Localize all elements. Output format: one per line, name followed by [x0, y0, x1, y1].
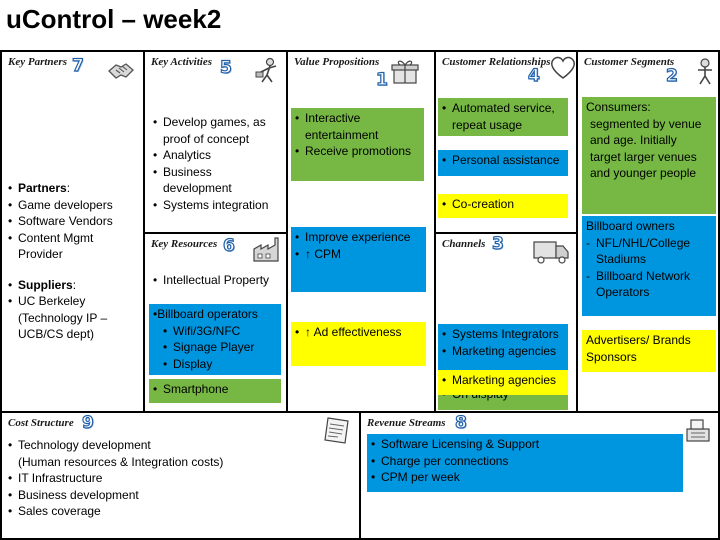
segment-blue-box: Billboard owners NFL/NHL/College Stadium…	[582, 216, 716, 316]
value-yellow-box: ↑ Ad effectiveness	[291, 322, 426, 366]
relationship-item: Co-creation	[442, 196, 564, 213]
revenue-streams-number: 8	[454, 413, 467, 434]
partners-heading: Partners:	[8, 180, 140, 197]
key-partners-list: Partners: Game developers Software Vendo…	[8, 180, 140, 343]
customer-relationships-cell: Customer Relationships 4 Automated servi…	[436, 52, 576, 232]
key-resources-header: Key Resources	[151, 238, 218, 250]
segment-item: NFL/NHL/College Stadiums	[586, 235, 712, 268]
resource-green-box: Smartphone	[149, 379, 281, 403]
activity-item: Analytics	[153, 147, 283, 164]
value-item: ↑ CPM	[295, 246, 422, 263]
revenue-item: Charge per connections	[371, 453, 679, 470]
segment-green-box: Consumers: segmented by venue and age. I…	[582, 97, 716, 214]
revenue-item: Software Licensing & Support	[371, 436, 679, 453]
partner-item: Game developers	[8, 197, 140, 214]
page-title: uControl – week2	[6, 4, 222, 34]
value-item: Receive promotions	[295, 143, 420, 160]
resource-item: Smartphone	[153, 381, 277, 398]
truck-icon	[533, 241, 569, 264]
relationship-blue-box: Personal assistance	[438, 150, 568, 176]
channel-item: Marketing agencies	[442, 343, 564, 360]
gift-icon	[391, 60, 419, 84]
value-propositions-cell: Value Propositions 1 Interactive enterta…	[288, 52, 434, 411]
cost-continuation: (Human resources & Integration costs)	[8, 454, 348, 471]
cost-item: IT Infrastructure	[8, 470, 348, 487]
cost-continuation-text: (Human resources & Integration costs)	[18, 454, 224, 469]
key-activities-number: 5	[219, 57, 232, 78]
segment-consumers-text: Consumers: segmented by venue and age. I…	[586, 100, 702, 180]
channels-number: 3	[491, 234, 504, 255]
cost-structure-header: Cost Structure	[8, 417, 74, 429]
revenue-item: CPM per week	[371, 469, 679, 486]
segment-item: Billboard Network Operators	[586, 268, 712, 301]
heart-icon	[551, 56, 575, 79]
value-propositions-header: Value Propositions	[294, 56, 380, 68]
resource-blue-heading: •Billboard operators	[153, 307, 258, 321]
key-activities-cell: Key Activities 5 Develop games, as proof…	[145, 52, 286, 232]
cost-structure-cell: Cost Structure 9 Technology development …	[2, 413, 359, 538]
customer-segments-number: 2	[665, 65, 678, 86]
channel-item: Marketing agencies	[442, 372, 564, 389]
person-icon	[698, 58, 712, 85]
value-propositions-number: 1	[375, 69, 388, 90]
resource-item: Display	[153, 356, 277, 373]
resource-blue-box: •Billboard operators Wifi/3G/NFC Signage…	[149, 304, 281, 375]
value-green-box: Interactive entertainment Receive promot…	[291, 108, 424, 181]
customer-segments-cell: Customer Segments 2 Consumers: segmented…	[578, 52, 718, 411]
key-partners-cell: Key Partners 7 Partners: Game developers…	[2, 52, 143, 411]
partners-label: Partners	[18, 181, 67, 195]
activity-item: Business development	[153, 164, 283, 197]
business-model-canvas: Key Partners 7 Partners: Game developers…	[0, 50, 720, 540]
partner-item: Content Mgmt Provider	[8, 230, 140, 263]
channel-blue-box: Systems Integrators Marketing agencies	[438, 324, 568, 372]
resource-plain-item: Intellectual Property	[153, 272, 281, 289]
revenue-blue-box: Software Licensing & Support Charge per …	[367, 434, 683, 492]
activity-item: Systems integration	[153, 197, 283, 214]
key-activities-header: Key Activities	[151, 56, 212, 68]
cost-list: Technology development (Human resources …	[8, 437, 348, 520]
segment-advertisers-text: Advertisers/ Brands Sponsors	[586, 333, 691, 364]
cost-item: Technology development	[8, 437, 348, 454]
key-partners-header: Key Partners	[8, 56, 67, 68]
resource-item: Intellectual Property	[153, 272, 281, 289]
handshake-icon	[108, 63, 134, 79]
value-item: Improve experience	[295, 229, 422, 246]
cost-item: Sales coverage	[8, 503, 348, 520]
suppliers-label: Suppliers	[18, 277, 73, 292]
revenue-streams-header: Revenue Streams	[367, 417, 446, 429]
relationship-item: Automated service, repeat usage	[442, 100, 564, 133]
channel-yellow-box: Marketing agencies	[438, 370, 568, 395]
customer-relationships-number: 4	[527, 65, 540, 86]
supplier-item: UC Berkeley (Technology IP – UCB/CS dept…	[8, 293, 140, 343]
resource-blue-heading-text: Billboard operators	[157, 307, 258, 321]
value-item: Interactive entertainment	[295, 110, 420, 143]
segment-billboard-heading: Billboard owners	[586, 219, 675, 233]
key-resources-cell: Key Resources 6 Intellectual Property •B…	[145, 234, 286, 411]
channel-item: Systems Integrators	[442, 326, 564, 343]
key-activities-list: Develop games, as proof of concept Analy…	[153, 114, 283, 213]
factory-icon	[253, 237, 279, 262]
channels-cell: Channels 3 Systems Integrators Marketing…	[436, 234, 576, 411]
partner-item: Software Vendors	[8, 213, 140, 230]
cost-structure-number: 9	[81, 413, 94, 434]
relationship-item: Personal assistance	[442, 152, 564, 169]
cost-item: Business development	[8, 487, 348, 504]
revenue-streams-cell: Revenue Streams 8 Software Licensing & S…	[361, 413, 718, 538]
key-resources-number: 6	[222, 235, 235, 256]
customer-segments-header: Customer Segments	[584, 56, 675, 68]
activity-item: Develop games, as proof of concept	[153, 114, 283, 147]
relationship-green-box: Automated service, repeat usage	[438, 98, 568, 136]
value-blue-box: Improve experience ↑ CPM	[291, 227, 426, 292]
customer-relationships-header: Customer Relationships	[442, 56, 551, 68]
suppliers-heading: Suppliers:	[8, 277, 140, 294]
resource-item: Wifi/3G/NFC	[153, 323, 277, 340]
worker-icon	[255, 57, 277, 83]
cash-register-icon	[686, 419, 710, 442]
resource-item: Signage Player	[153, 339, 277, 356]
value-item: ↑ Ad effectiveness	[295, 324, 422, 341]
segment-yellow-box: Advertisers/ Brands Sponsors	[582, 330, 716, 372]
channels-header: Channels	[442, 238, 486, 250]
relationship-yellow-box: Co-creation	[438, 194, 568, 218]
key-partners-number: 7	[71, 55, 84, 76]
